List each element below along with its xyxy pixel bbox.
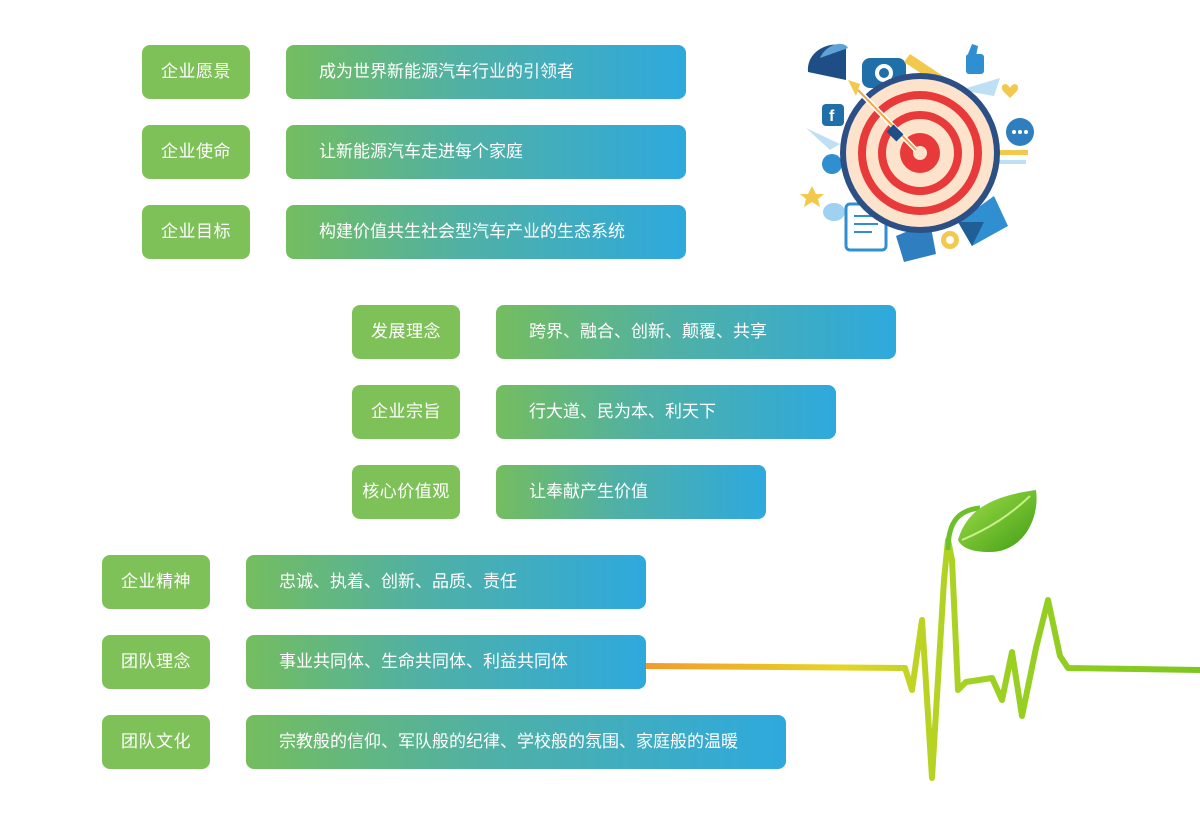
item-value: 跨界、融合、创新、颠覆、共享	[496, 305, 896, 359]
item-value: 成为世界新能源汽车行业的引领者	[286, 45, 686, 99]
item-value: 行大道、民为本、利天下	[496, 385, 836, 439]
item-label: 企业使命	[142, 125, 250, 179]
svg-text:f: f	[829, 108, 835, 125]
item-label: 发展理念	[352, 305, 460, 359]
item-value: 构建价值共生社会型汽车产业的生态系统	[286, 205, 686, 259]
item-label: 企业宗旨	[352, 385, 460, 439]
item-label: 核心价值观	[352, 465, 460, 519]
item-value: 忠诚、执着、创新、品质、责任	[246, 555, 646, 609]
item-label: 企业愿景	[142, 45, 250, 99]
item-value: 事业共同体、生命共同体、利益共同体	[246, 635, 646, 689]
item-label: 企业精神	[102, 555, 210, 609]
item-label: 企业目标	[142, 205, 250, 259]
item-value: 让奉献产生价值	[496, 465, 766, 519]
item-label: 团队文化	[102, 715, 210, 769]
item-label: 团队理念	[102, 635, 210, 689]
item-value: 让新能源汽车走进每个家庭	[286, 125, 686, 179]
item-value: 宗教般的信仰、军队般的纪律、学校般的氛围、家庭般的温暖	[246, 715, 786, 769]
